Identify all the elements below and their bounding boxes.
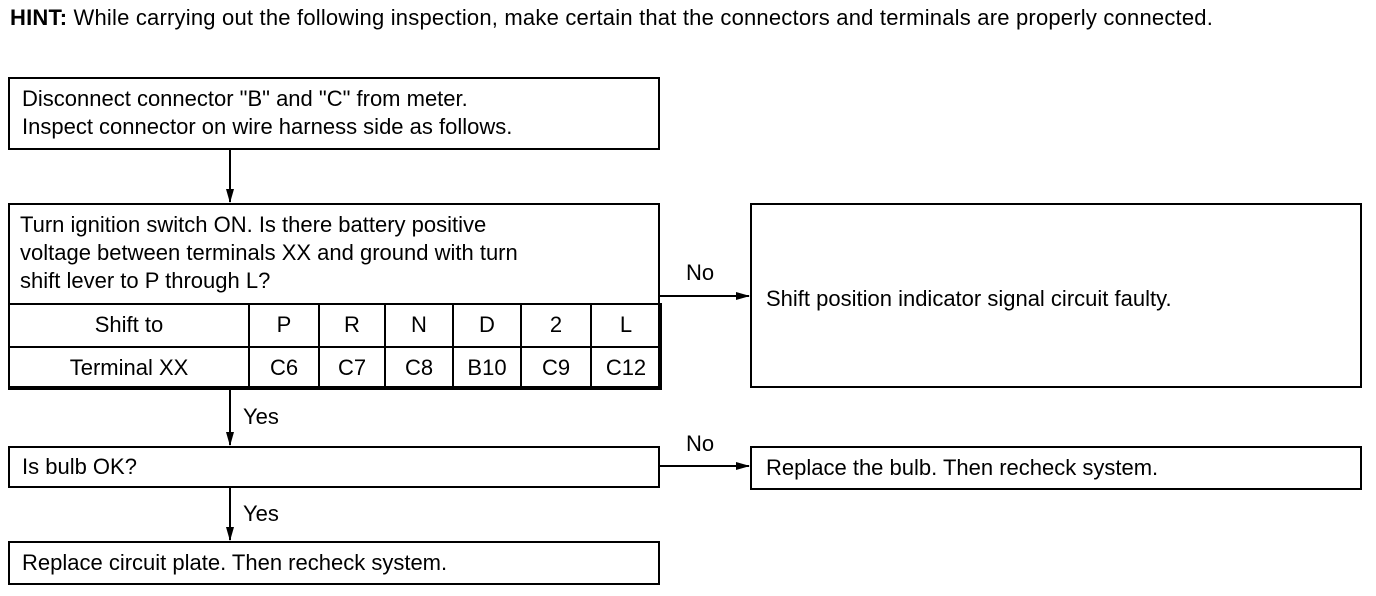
table-cell: N xyxy=(384,303,454,348)
shift-terminal-table: Shift to P R N D 2 L Terminal XX C6 C7 C… xyxy=(8,303,662,390)
outcome-faulty-text: Shift position indicator signal circuit … xyxy=(766,286,1172,311)
step-disconnect-line1: Disconnect connector "B" and "C" from me… xyxy=(22,86,468,111)
step-bulb-box: Is bulb OK? xyxy=(8,446,660,488)
table-cell: B10 xyxy=(452,345,522,390)
step-disconnect-line2: Inspect connector on wire harness side a… xyxy=(22,114,513,139)
table-cell: D xyxy=(452,303,522,348)
table-cell: L xyxy=(590,303,662,348)
label-no-ignition: No xyxy=(686,260,715,285)
step-ignition-line2: voltage between terminals XX and ground … xyxy=(20,240,518,265)
table-cell: C7 xyxy=(318,345,386,390)
step-ignition-line3: shift lever to P through L? xyxy=(20,268,271,293)
step-replace-plate-box: Replace circuit plate. Then recheck syst… xyxy=(8,541,660,585)
table-row-terminal: Terminal XX C6 C7 C8 B10 C9 C12 xyxy=(8,345,662,390)
label-yes-ignition: Yes xyxy=(243,404,279,429)
table-row-shift: Shift to P R N D 2 L xyxy=(8,303,662,348)
step-ignition-question: Turn ignition switch ON. Is there batter… xyxy=(10,205,658,303)
table-cell: C12 xyxy=(590,345,662,390)
step-replace-plate-text: Replace circuit plate. Then recheck syst… xyxy=(22,550,448,575)
hint-body: While carrying out the following inspect… xyxy=(67,5,1214,30)
outcome-faulty-box: Shift position indicator signal circuit … xyxy=(750,203,1362,388)
table-header-shift: Shift to xyxy=(8,303,250,348)
outcome-replace-bulb-text: Replace the bulb. Then recheck system. xyxy=(766,455,1159,480)
label-yes-bulb: Yes xyxy=(243,501,279,526)
table-cell: C8 xyxy=(384,345,454,390)
hint-prefix: HINT: xyxy=(10,5,68,30)
table-cell: C9 xyxy=(520,345,592,390)
step-bulb-text: Is bulb OK? xyxy=(22,454,137,479)
table-cell: P xyxy=(248,303,320,348)
step-ignition-line1: Turn ignition switch ON. Is there batter… xyxy=(20,212,487,237)
hint-text: HINT: While carrying out the following i… xyxy=(10,4,1330,32)
label-no-bulb: No xyxy=(686,431,715,456)
table-cell: 2 xyxy=(520,303,592,348)
step-ignition-box: Turn ignition switch ON. Is there batter… xyxy=(8,203,662,390)
table-header-terminal: Terminal XX xyxy=(8,345,250,390)
step-disconnect-box: Disconnect connector "B" and "C" from me… xyxy=(8,77,660,150)
table-cell: R xyxy=(318,303,386,348)
outcome-replace-bulb-box: Replace the bulb. Then recheck system. xyxy=(750,446,1362,490)
table-cell: C6 xyxy=(248,345,320,390)
